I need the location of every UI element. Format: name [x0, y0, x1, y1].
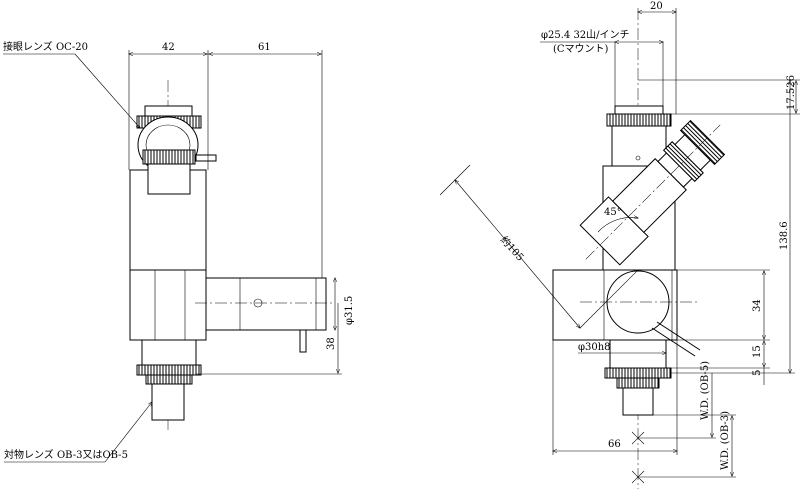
- dim-66: 66: [608, 439, 621, 450]
- objective-label: 対物レンズ OB-3又はOB-5: [4, 448, 128, 461]
- wd-ob3: W.D. (OB-3): [720, 411, 731, 470]
- dim-61: 61: [258, 42, 271, 53]
- dim-approx-105: 約105: [498, 233, 527, 263]
- dim-20: 20: [650, 1, 663, 12]
- thread-spec: φ25.4 32山/インチ: [541, 29, 630, 41]
- dim-15: 15: [752, 345, 763, 358]
- dim-phi-30h8: φ30h8: [578, 342, 611, 353]
- dim-42: 42: [162, 42, 175, 53]
- dim-138-6: 138.6: [779, 221, 790, 250]
- dim-5: 5: [752, 370, 763, 376]
- eyepiece-label: 接眼レンズ OC-20: [3, 40, 88, 53]
- dim-38: 38: [326, 337, 337, 350]
- mount-type: (Cマウント): [553, 43, 609, 55]
- left-view: 42 61 φ31.5 38 接眼レンズ OC-20 対物レンズ OB-3又はO…: [3, 40, 355, 463]
- dim-34: 34: [752, 299, 763, 312]
- dim-phi-31-5: φ31.5: [344, 296, 355, 325]
- dim-45-deg: 45°: [604, 207, 622, 218]
- wd-ob5: W.D. (OB-5): [700, 361, 711, 420]
- right-view: 20 φ25.4 32山/インチ (Cマウント) 17.526 138.6 34…: [439, 1, 800, 489]
- dim-17-526: 17.526: [786, 75, 797, 110]
